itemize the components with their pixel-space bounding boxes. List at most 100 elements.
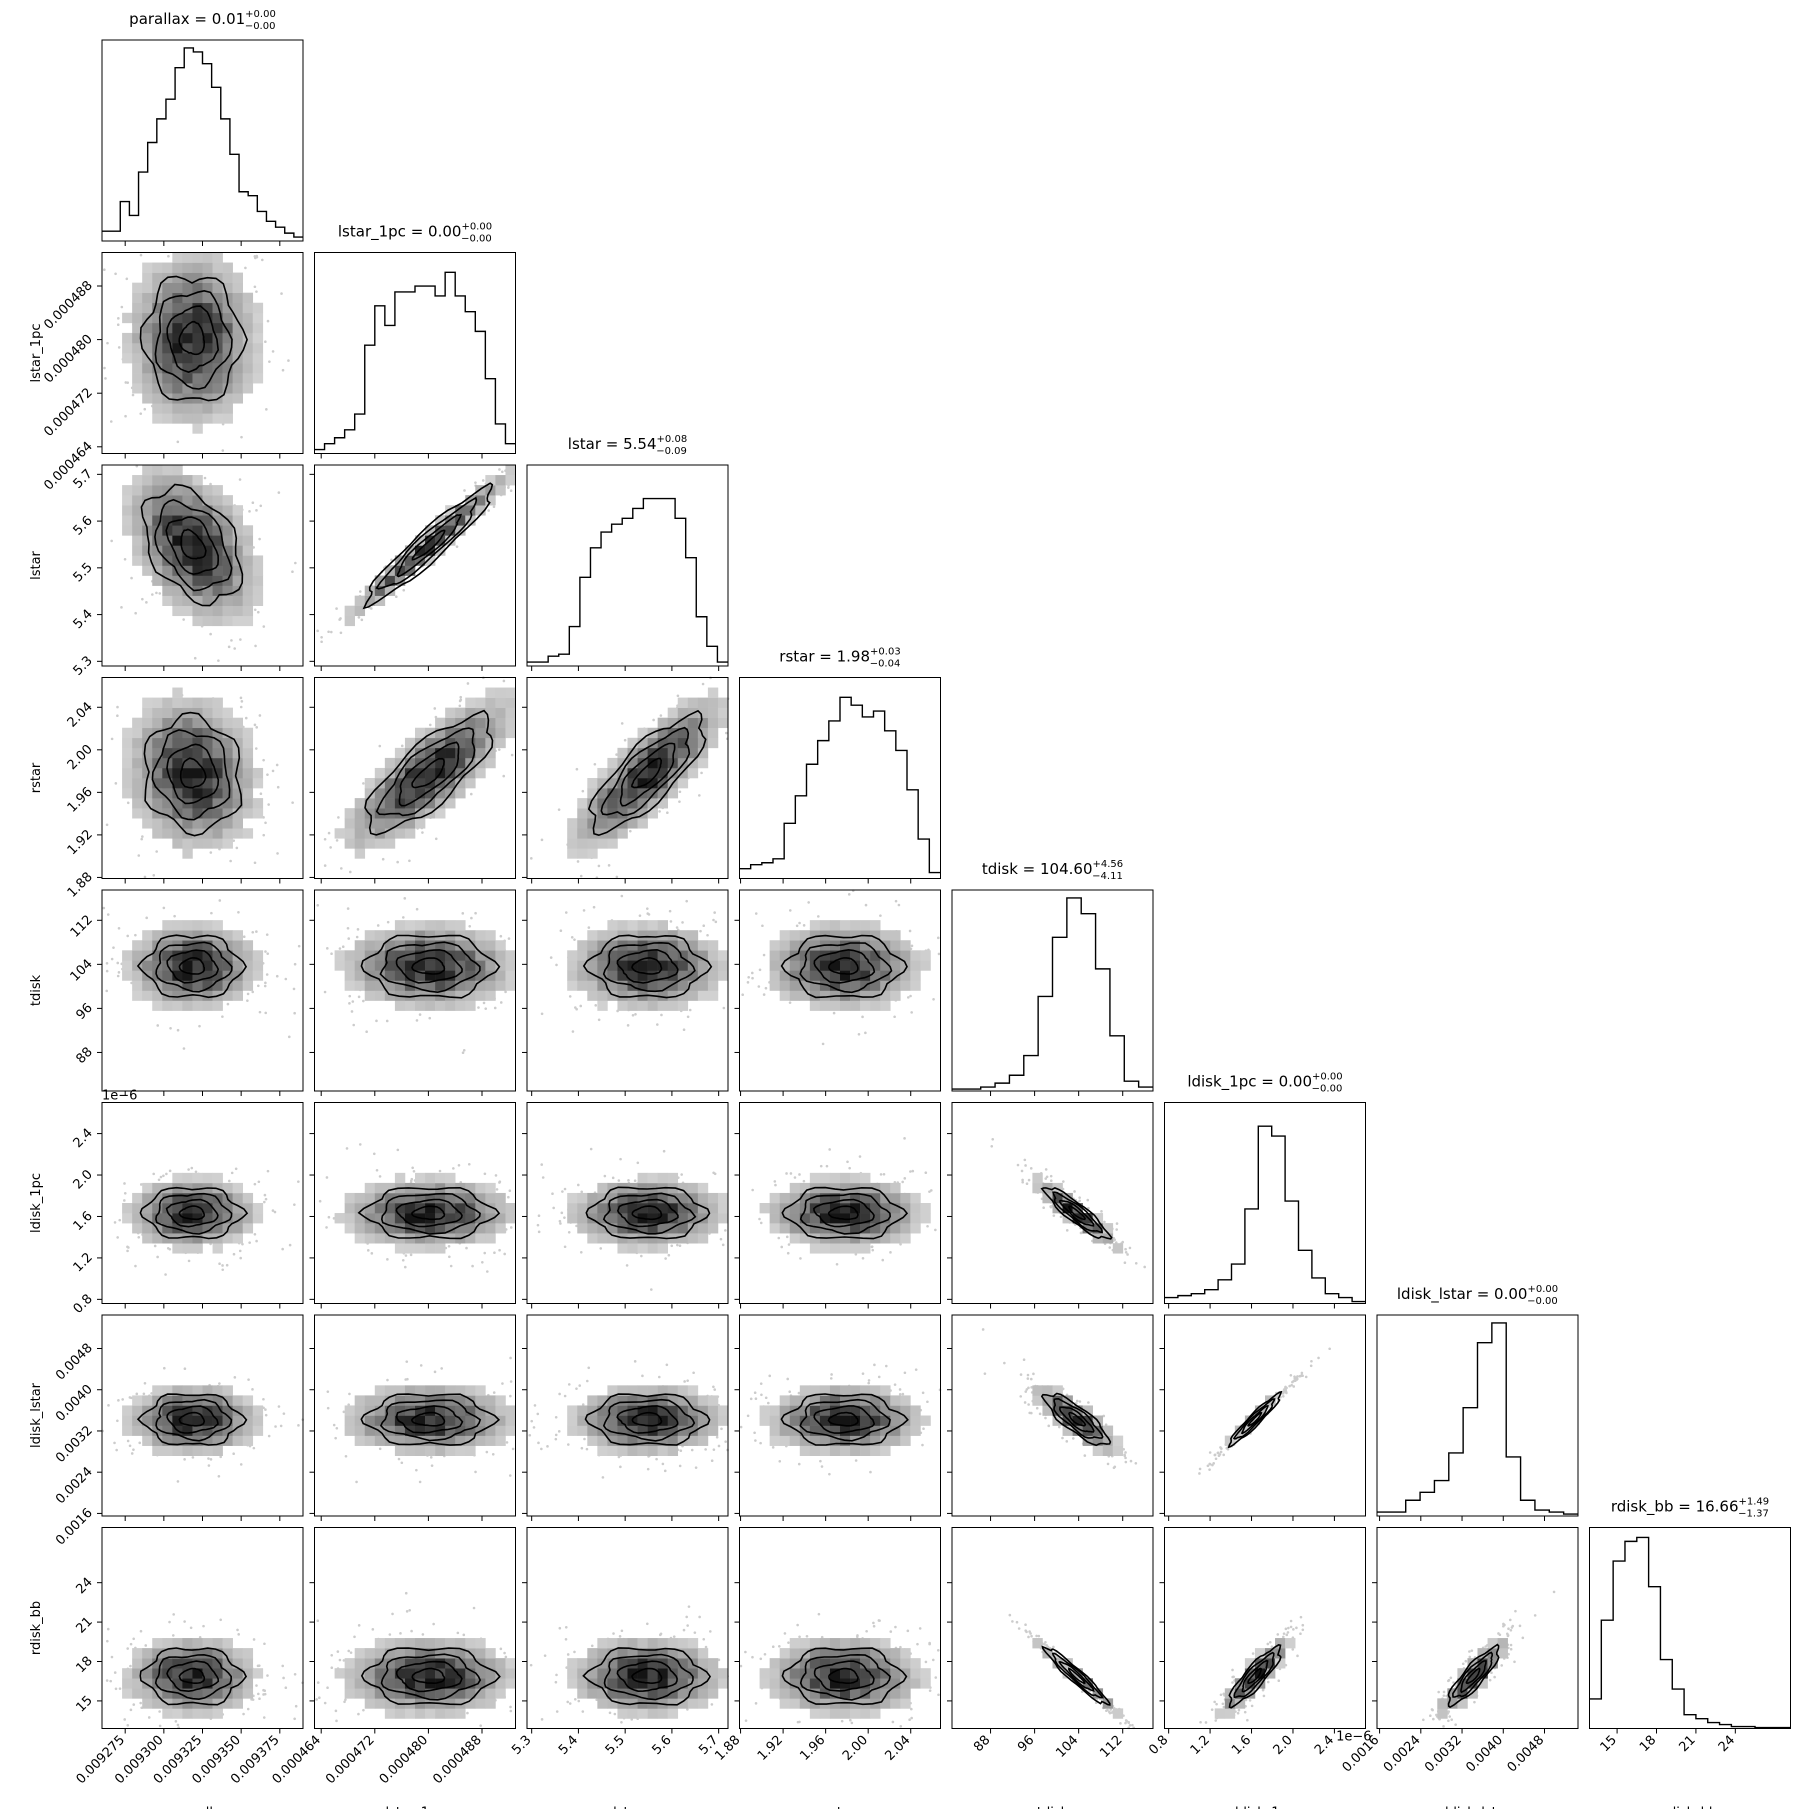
density-cell <box>142 302 153 314</box>
sample-point <box>182 618 185 621</box>
density-cell <box>445 505 456 516</box>
density-cell <box>495 707 506 718</box>
density-cell <box>394 575 406 586</box>
sample-point <box>701 682 705 686</box>
sample-point <box>259 792 263 795</box>
density-cell <box>505 687 516 698</box>
density-cell <box>192 322 203 334</box>
density-cell <box>840 960 851 971</box>
density-cell <box>242 828 254 839</box>
histogram-lstar <box>527 497 728 663</box>
sample-point <box>926 1224 929 1228</box>
sample-point <box>777 1236 781 1240</box>
sample-point <box>893 1015 896 1019</box>
density-cell <box>657 940 668 951</box>
density-cell <box>242 727 254 739</box>
density-cell <box>172 687 183 698</box>
density-cell <box>232 727 243 739</box>
density-cell <box>142 282 153 293</box>
sample-point <box>719 1237 723 1241</box>
density-cell <box>152 302 163 314</box>
density-cell <box>232 565 243 576</box>
sample-point <box>126 934 130 938</box>
density-cell <box>182 403 193 414</box>
density-cell <box>495 717 506 729</box>
density-cell <box>202 495 213 506</box>
density-cell <box>587 1223 598 1234</box>
histogram-lstar_1pc <box>314 271 516 451</box>
sample-point <box>494 1174 498 1177</box>
density-cell <box>192 1233 203 1244</box>
density-cell <box>717 970 729 981</box>
density-cell <box>505 475 516 486</box>
density-cell <box>212 272 223 283</box>
density-cell <box>152 737 163 749</box>
density-cell <box>435 1172 446 1184</box>
sample-point <box>329 846 332 849</box>
density-cell <box>707 717 719 729</box>
sample-point <box>203 476 207 480</box>
sample-point <box>114 782 118 785</box>
density-cell <box>222 383 233 394</box>
sample-point <box>116 714 119 718</box>
sample-point <box>271 1209 275 1212</box>
density-cell <box>172 727 183 739</box>
density-cell <box>505 1203 516 1214</box>
density-cell <box>475 767 486 779</box>
sample-point <box>116 961 120 965</box>
sample-point <box>468 925 472 928</box>
density-cell <box>142 292 153 304</box>
sample-point <box>276 785 280 789</box>
density-cell <box>222 555 233 566</box>
sample-point <box>139 1183 143 1186</box>
contour-level <box>396 513 463 578</box>
density-cell <box>172 363 183 374</box>
density-cell <box>890 960 901 971</box>
sample-point <box>667 1253 671 1257</box>
sample-point <box>467 1162 471 1166</box>
sample-point <box>570 935 574 939</box>
density-cell <box>415 920 426 931</box>
sample-point <box>563 1216 566 1219</box>
sample-point <box>103 268 106 272</box>
density-cell <box>344 950 355 961</box>
density-cell <box>505 980 516 991</box>
density-cell <box>910 1192 921 1204</box>
sample-point <box>557 808 561 811</box>
sample-point <box>137 1235 141 1239</box>
density-cell <box>132 767 143 779</box>
panel-lstar_1pc-vs-lstar_1pc: lstar_1pc = 0.00+0.00−0.00 <box>314 222 516 459</box>
density-cell <box>132 292 143 304</box>
density-cell <box>192 1172 203 1184</box>
sample-point <box>1027 1178 1031 1182</box>
sample-point <box>455 545 459 548</box>
sample-point <box>395 595 398 599</box>
density-cell <box>799 1233 811 1244</box>
y-tick-label: 0.000472 <box>41 385 95 439</box>
density-cell <box>132 970 143 981</box>
sample-point <box>786 1251 790 1255</box>
density-cell <box>707 970 719 981</box>
density-cell <box>707 1192 719 1204</box>
density-cell <box>657 990 668 1001</box>
density-cell <box>172 302 183 314</box>
sample-point <box>741 993 744 997</box>
density-cell <box>637 818 648 829</box>
sample-point <box>396 860 399 864</box>
density-cell <box>202 383 213 394</box>
sample-point <box>104 377 107 380</box>
density-cell <box>132 363 143 374</box>
density-cell <box>162 413 173 424</box>
sample-point <box>603 1174 607 1178</box>
sample-point <box>187 1168 190 1171</box>
density-cell <box>567 980 578 991</box>
density-cell <box>132 312 143 324</box>
density-cell <box>597 930 608 941</box>
density-cell <box>860 950 871 961</box>
density-cell <box>880 930 891 941</box>
sample-point <box>909 994 912 998</box>
sample-point <box>256 610 260 614</box>
sample-point <box>483 1251 487 1255</box>
density-cell <box>202 312 213 324</box>
sample-point <box>789 1172 793 1175</box>
